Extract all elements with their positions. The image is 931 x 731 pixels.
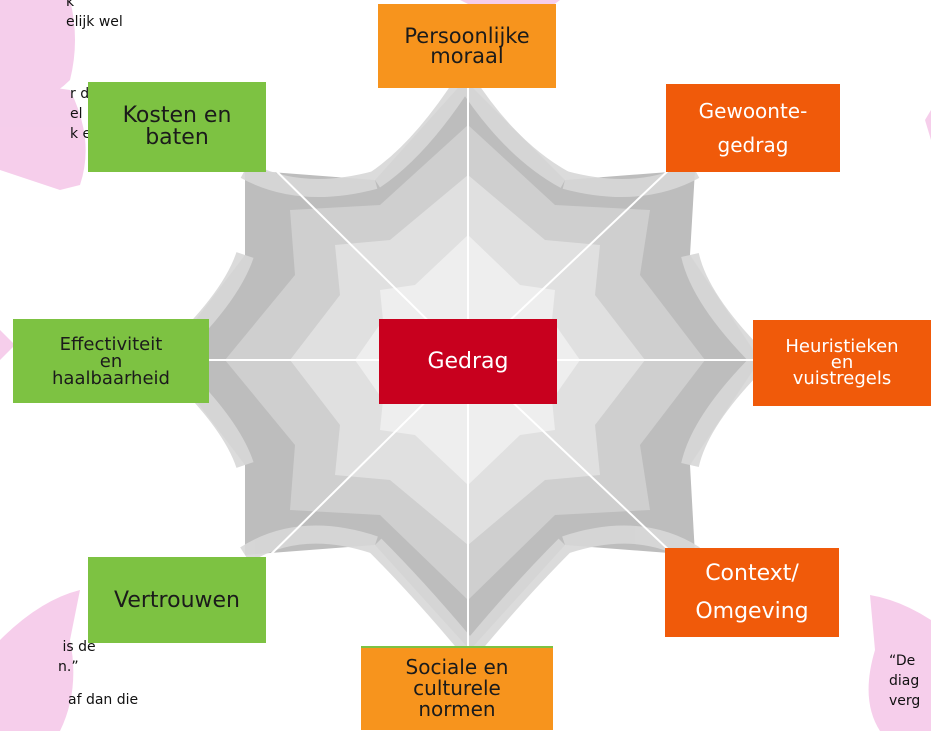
factor-sociale-en-culturele-normen: Sociale en culturele normen xyxy=(361,646,553,730)
factor-context-omgeving: Context/ Omgeving xyxy=(665,548,839,637)
quote-bubble-left-sliver xyxy=(0,330,15,360)
quote-text-bottom-right: “De diag verg xyxy=(889,653,921,709)
quote-text-bottom-left: is de n.” xyxy=(58,639,96,675)
factor-effectiviteit-en-haalbaarheid: Effectiviteit en haalbaarheid xyxy=(13,319,209,403)
quote-bubble-top-left xyxy=(0,0,75,103)
quote-bubble-mid-left xyxy=(0,80,86,190)
quote-bubble-bottom-left xyxy=(0,590,80,731)
factor-vertrouwen: Vertrouwen xyxy=(88,557,266,643)
quote-bubble-right-sliver xyxy=(925,110,931,140)
factor-heuristieken-en-vuistregels: Heuristieken en vuistregels xyxy=(753,320,931,406)
factor-gewoontegedrag: Gewoonte- gedrag xyxy=(666,84,840,172)
center-gedrag: Gedrag xyxy=(379,319,557,404)
quote-text-bottom-left-2: af dan die xyxy=(68,692,139,708)
quote-text-top-left: k elijk wel xyxy=(66,0,123,30)
factor-persoonlijke-moraal: Persoonlijke moraal xyxy=(378,4,556,88)
factor-kosten-en-baten: Kosten en baten xyxy=(88,82,266,172)
quote-bubble-bottom-right xyxy=(868,595,931,731)
